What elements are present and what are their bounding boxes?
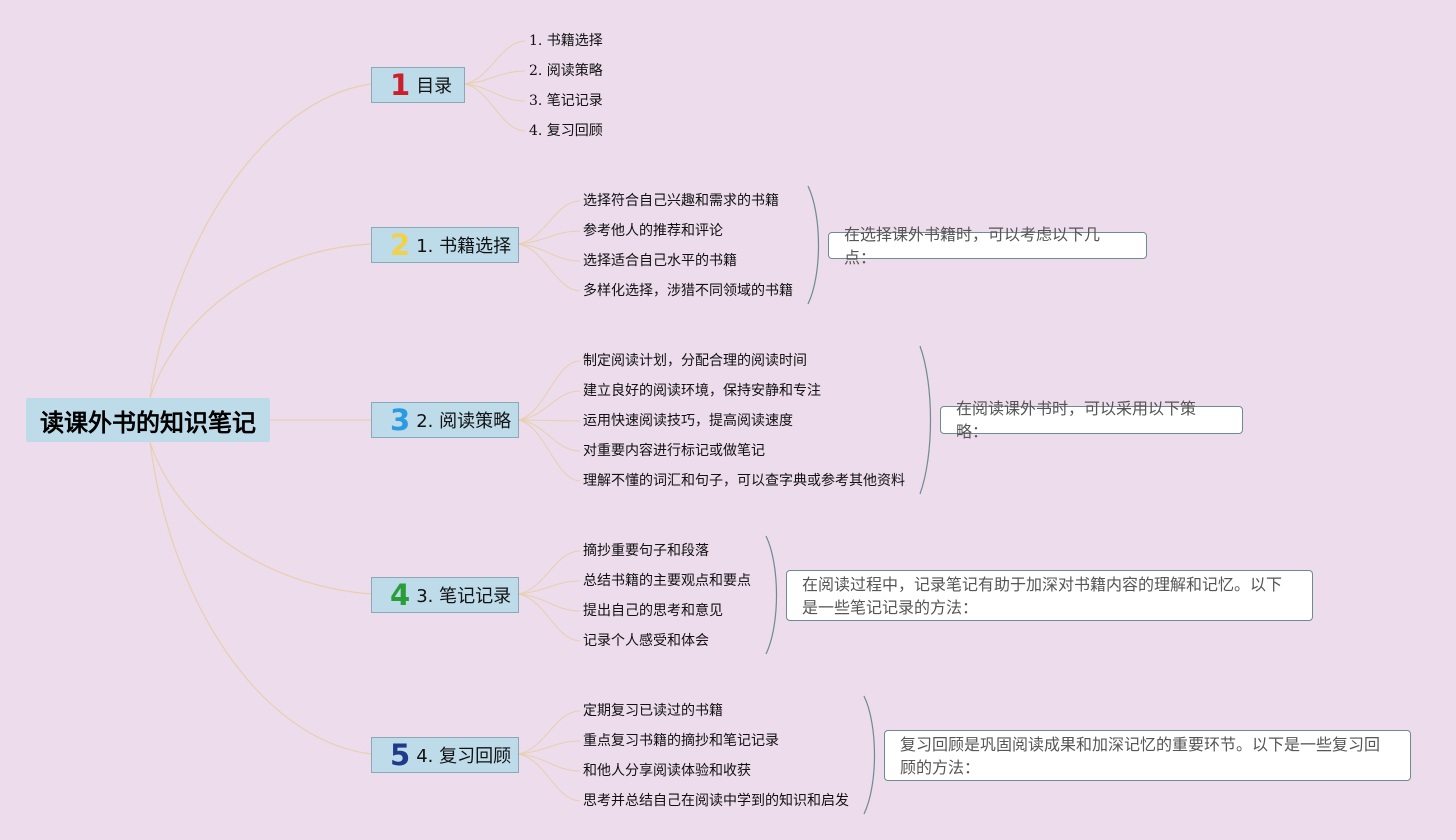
note-taking-item-4[interactable]: 记录个人感受和体会	[583, 633, 709, 649]
branch5-connector-3	[517, 753, 581, 772]
branch5-brace	[863, 695, 876, 815]
branch4-connector-4	[517, 593, 581, 642]
book-selection-item-2[interactable]: 参考他人的推荐和评论	[583, 223, 723, 239]
number-4-icon: 4	[390, 577, 411, 612]
root-connector-2	[149, 243, 372, 399]
branch5-connector-4	[517, 753, 581, 802]
number-5-icon: 5	[390, 737, 411, 772]
branch4-connector-2	[517, 580, 581, 595]
review-item-1[interactable]: 定期复习已读过的书籍	[583, 703, 723, 719]
root-connector-4	[149, 441, 372, 595]
branch2-connector-2	[517, 230, 581, 245]
note-taking-item-3[interactable]: 提出自己的思考和意见	[583, 603, 723, 619]
branch-review[interactable]: 5 4. 复习回顾	[371, 737, 519, 773]
reading-strategy-item-1[interactable]: 制定阅读计划，分配合理的阅读时间	[583, 353, 807, 369]
root-connector-1	[149, 83, 372, 399]
branch-reading-strategy-label: 2. 阅读策略	[416, 411, 512, 432]
number-3-icon: 3	[390, 402, 411, 437]
note-taking-note[interactable]: 在阅读过程中，记录笔记有助于加深对书籍内容的理解和记忆。以下是一些笔记记录的方法…	[786, 570, 1313, 621]
branch-reading-strategy[interactable]: 3 2. 阅读策略	[371, 402, 519, 438]
review-item-3[interactable]: 和他人分享阅读体验和收获	[583, 763, 751, 779]
branch4-connector-1	[517, 550, 581, 595]
book-selection-note[interactable]: 在选择课外书籍时，可以考虑以下几点：	[828, 225, 1147, 267]
reading-strategy-item-2[interactable]: 建立良好的阅读环境，保持安静和专注	[583, 383, 821, 399]
branch3-connector-5	[517, 419, 581, 482]
branch1-connector-1	[463, 40, 526, 85]
branch5-connector-1	[517, 710, 581, 755]
review-note[interactable]: 复习回顾是巩固阅读成果和加深记忆的重要环节。以下是一些复习回顾的方法：	[884, 730, 1411, 781]
branch4-brace	[765, 535, 778, 655]
branch2-brace	[807, 185, 820, 305]
branch1-connector-4	[463, 83, 526, 132]
number-2-icon: 2	[390, 227, 411, 262]
branch3-connector-4	[517, 419, 581, 452]
root-topic[interactable]: 读课外书的知识笔记	[26, 398, 270, 442]
book-selection-item-1[interactable]: 选择符合自己兴趣和需求的书籍	[583, 193, 779, 209]
toc-item-3[interactable]: 3. 笔记记录	[529, 93, 603, 109]
root-connector-5	[149, 441, 372, 755]
branch-review-label: 4. 复习回顾	[416, 746, 512, 767]
note-taking-item-1[interactable]: 摘抄重要句子和段落	[583, 543, 709, 559]
number-1-icon: 1	[390, 67, 411, 102]
branch3-connector-3	[517, 419, 581, 422]
toc-item-1[interactable]: 1. 书籍选择	[529, 33, 603, 49]
book-selection-item-3[interactable]: 选择适合自己水平的书籍	[583, 253, 737, 269]
branch2-connector-3	[517, 243, 581, 262]
branch-toc-label: 目录	[416, 76, 453, 97]
branch2-connector-4	[517, 243, 581, 292]
branch-book-selection[interactable]: 2 1. 书籍选择	[371, 227, 519, 263]
branch3-connector-2	[517, 390, 581, 421]
branch3-brace	[919, 345, 932, 495]
branch5-connector-2	[517, 740, 581, 755]
review-item-2[interactable]: 重点复习书籍的摘抄和笔记记录	[583, 733, 779, 749]
branch-note-taking[interactable]: 4 3. 笔记记录	[371, 577, 519, 613]
branch1-connector-3	[463, 83, 526, 102]
branch4-connector-3	[517, 593, 581, 612]
branch1-connector-2	[463, 70, 526, 85]
toc-item-4[interactable]: 4. 复习回顾	[529, 123, 603, 139]
branch-note-taking-label: 3. 笔记记录	[416, 586, 512, 607]
branch-toc[interactable]: 1 目录	[371, 67, 465, 103]
branch2-connector-1	[517, 200, 581, 245]
note-taking-item-2[interactable]: 总结书籍的主要观点和要点	[583, 573, 751, 589]
branch-book-selection-label: 1. 书籍选择	[416, 236, 512, 257]
reading-strategy-item-3[interactable]: 运用快速阅读技巧，提高阅读速度	[583, 413, 793, 429]
reading-strategy-note[interactable]: 在阅读课外书时，可以采用以下策略：	[940, 399, 1243, 441]
reading-strategy-item-5[interactable]: 理解不懂的词汇和句子，可以查字典或参考其他资料	[583, 473, 905, 489]
branch3-connector-1	[517, 360, 581, 421]
book-selection-item-4[interactable]: 多样化选择，涉猎不同领域的书籍	[583, 283, 793, 299]
reading-strategy-item-4[interactable]: 对重要内容进行标记或做笔记	[583, 443, 765, 459]
review-item-4[interactable]: 思考并总结自己在阅读中学到的知识和启发	[583, 793, 849, 809]
toc-item-2[interactable]: 2. 阅读策略	[529, 63, 603, 79]
